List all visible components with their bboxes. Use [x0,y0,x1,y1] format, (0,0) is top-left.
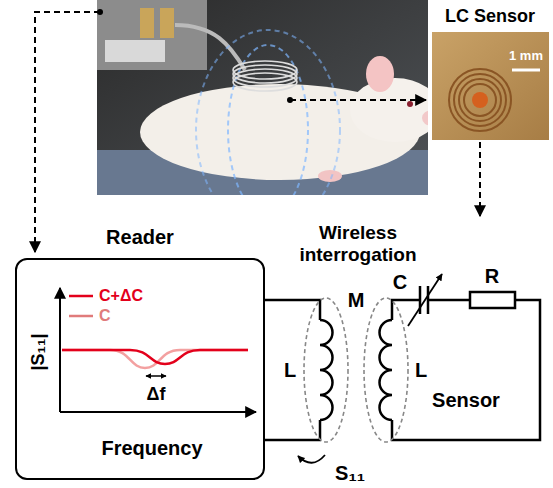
field-line [228,45,308,195]
legend-text: C+ΔC [99,287,143,305]
legend-sample [68,312,94,320]
circuit-label: Sensor [432,389,500,412]
variable-arrow [408,274,442,326]
sensor-coil-rings [454,74,506,126]
flux-ellipse [304,298,348,442]
connector [140,8,154,38]
mutual-inductance-label: M [348,289,365,312]
inductor-label: L [284,359,296,382]
experiment-photo [97,0,428,195]
capacitor-label: C [393,271,407,294]
s11-plot [60,288,256,412]
cable [175,25,245,70]
reader-circuit [265,300,332,440]
dashed-pointer [35,12,100,252]
shift-label: Δf [147,384,166,405]
sensor-circuit [428,299,470,302]
axis-label: |S₁₁| [28,334,49,371]
reader-coil-photo [233,65,297,83]
sensor-coil-rings [449,69,511,131]
rat-ear [366,56,394,92]
axis-label: Frequency [101,437,202,460]
reader-coil-photo [233,73,297,91]
legend-text: C [99,307,111,325]
sensor-inductor [379,320,392,420]
dashed-pointer [35,12,480,252]
legend-sample-line [69,315,93,318]
sensor-photo-background [432,32,549,140]
connector [160,8,174,38]
shift-arrow [146,375,166,377]
rat-paw [318,170,342,182]
pointer-dot [97,9,103,15]
flux-ellipse [304,298,408,442]
pointer-dot [287,97,293,103]
scale-bar [512,69,540,72]
sensor-coil-rings [449,69,511,131]
curve-c-dc [62,350,248,364]
sensor-coil-rings [459,79,501,121]
sensor-pad [472,92,488,108]
photo-title: LC Sensor [445,6,535,27]
s11-arrow [298,455,325,463]
inductor-label: L [415,359,427,382]
legend-sample-line [69,295,93,298]
equipment-panel [105,40,165,62]
sensor-circuit [392,300,540,440]
rat-nose [422,110,428,126]
curve-c [62,350,248,368]
legend-sample [68,292,94,300]
legend-item: C [68,307,111,325]
sensor-coil-rings [464,84,496,116]
reader-inductor [320,320,332,420]
equipment [97,0,207,70]
reader-circuit [265,420,320,440]
flux-ellipse [364,298,408,442]
scale-label: 1 mm [509,49,543,64]
dashed-pointer [290,99,426,101]
sensor-circuit [392,300,420,320]
resistor-symbol [470,292,515,308]
field-line [196,30,340,195]
rat-eye [407,101,413,107]
reader-coil-photo [233,69,297,87]
reader-coil-photo [233,61,297,91]
x-axis [60,411,256,413]
y-axis [59,288,61,412]
sensor-photo [432,32,549,140]
signal-label: S₁₁ [335,462,365,485]
resistor-label: R [485,265,499,288]
box-heading: Reader [17,226,263,249]
annotation: Wireless interrogation [283,222,433,266]
legend-item: C+ΔC [68,287,143,305]
dashed-pointer [479,142,481,216]
